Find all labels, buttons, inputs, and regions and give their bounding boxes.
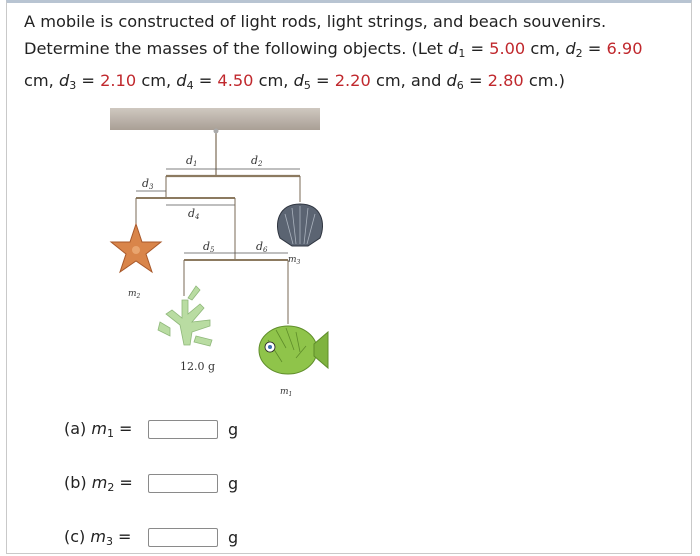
d1-label: d1 bbox=[186, 154, 198, 168]
problem-statement: A mobile is constructed of light rods, l… bbox=[24, 8, 684, 99]
problem-text-1: A mobile is constructed of light rods, l… bbox=[24, 12, 607, 31]
d5-label: d5 bbox=[203, 240, 215, 254]
d3-label: d3 bbox=[142, 177, 154, 191]
equals-sign: = bbox=[76, 71, 101, 90]
d5-symbol: d bbox=[293, 71, 304, 90]
d4-value: 4.50 bbox=[217, 71, 254, 90]
unit-cm: cm bbox=[530, 39, 556, 58]
d4-label: d4 bbox=[188, 207, 200, 221]
comma: , bbox=[48, 71, 59, 90]
m2-label: m2 bbox=[128, 289, 141, 300]
question-frame bbox=[6, 0, 692, 554]
closing-text: cm.) bbox=[523, 71, 565, 90]
d3-subscript: 3 bbox=[69, 79, 77, 92]
d6-label: d6 bbox=[256, 240, 268, 254]
comma: , bbox=[165, 71, 177, 90]
answer-row-b: (b) m2 = g bbox=[64, 471, 238, 495]
equals-sign: = bbox=[465, 39, 490, 58]
equals-sign: = bbox=[463, 71, 488, 90]
unit-label-b: g bbox=[228, 473, 239, 493]
unit-cm: cm bbox=[375, 71, 401, 90]
d5-value: 2.20 bbox=[334, 71, 371, 90]
d4-subscript: 4 bbox=[186, 79, 194, 92]
comma: , bbox=[555, 39, 566, 58]
equals-sign: = bbox=[582, 39, 607, 58]
d2-label: d2 bbox=[251, 154, 263, 168]
mobile-figure: d1 d2 d3 d4 m2 m3 d5 d6 12.0 g bbox=[109, 108, 329, 398]
equals-sign: = bbox=[193, 71, 218, 90]
d2-subscript: 2 bbox=[575, 47, 583, 60]
d3-value: 2.10 bbox=[100, 71, 137, 90]
problem-text-2: Determine the masses of the following ob… bbox=[24, 39, 449, 58]
problem-line-3: cm, d3 = 2.10 cm, d4 = 4.50 cm, d5 = 2.2… bbox=[24, 67, 684, 99]
d6-symbol: d bbox=[446, 71, 457, 90]
fish bbox=[258, 325, 329, 375]
answer-label-c: (c) m3 = bbox=[64, 526, 132, 548]
top-ring bbox=[213, 128, 219, 134]
m2-answer-input[interactable] bbox=[148, 473, 218, 493]
m3-label: m3 bbox=[288, 255, 301, 266]
shell bbox=[277, 203, 323, 247]
m3-answer-input[interactable] bbox=[148, 527, 218, 547]
starfish bbox=[109, 222, 163, 274]
answer-row-c: (c) m3 = g bbox=[64, 525, 238, 549]
d3-symbol: d bbox=[58, 71, 70, 90]
unit-label-c: g bbox=[228, 527, 239, 547]
unit-cm: cm bbox=[258, 71, 284, 90]
d6-subscript: 6 bbox=[456, 79, 464, 92]
and-word: , and bbox=[400, 71, 447, 90]
problem-line-2: Determine the masses of the following ob… bbox=[24, 35, 684, 67]
d6-value: 2.80 bbox=[487, 71, 524, 90]
unit-cm: cm bbox=[24, 71, 49, 90]
d2-value: 6.90 bbox=[606, 39, 643, 58]
d1-subscript: 1 bbox=[458, 47, 466, 60]
equals-sign: = bbox=[310, 71, 335, 90]
coral-mass-label: 12.0 g bbox=[180, 360, 215, 373]
d5-subscript: 5 bbox=[303, 79, 311, 92]
answer-row-a: (a) m1 = g bbox=[64, 417, 238, 441]
comma: , bbox=[283, 71, 294, 90]
unit-cm: cm bbox=[141, 71, 166, 90]
unit-label-a: g bbox=[228, 419, 239, 439]
coral bbox=[157, 285, 213, 347]
answer-label-a: (a) m1 = bbox=[64, 418, 133, 440]
answer-label-b: (b) m2 = bbox=[64, 472, 133, 494]
d2-symbol: d bbox=[565, 39, 576, 58]
m1-answer-input[interactable] bbox=[148, 419, 218, 439]
problem-line-1: A mobile is constructed of light rods, l… bbox=[24, 8, 684, 35]
d4-symbol: d bbox=[176, 71, 187, 90]
m1-label: m1 bbox=[280, 387, 292, 398]
ceiling bbox=[110, 108, 320, 130]
d1-symbol: d bbox=[448, 39, 459, 58]
d1-value: 5.00 bbox=[489, 39, 526, 58]
